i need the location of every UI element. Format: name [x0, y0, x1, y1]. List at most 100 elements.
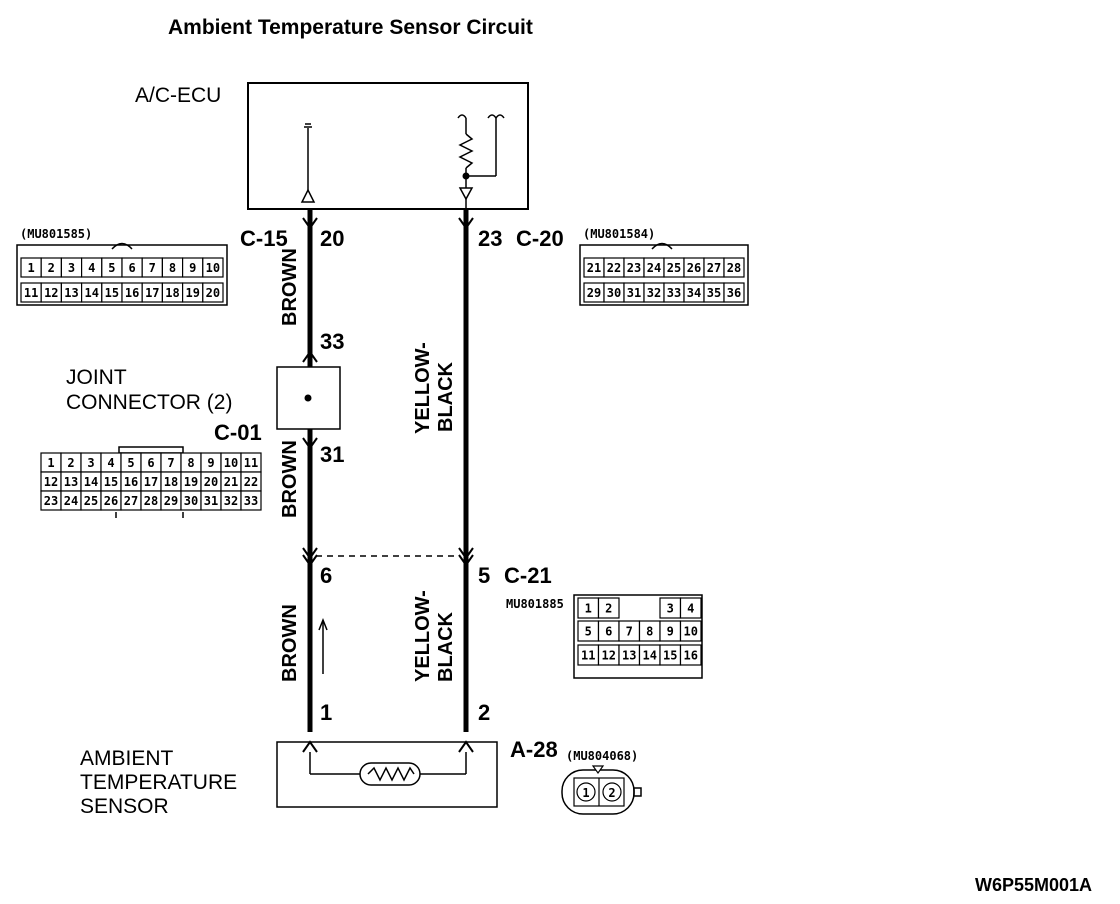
connector-c15-pin-cell: 16	[121, 282, 143, 303]
connector-c15-pin-cell-label: 6	[128, 261, 135, 275]
joint-connector-pin-cell: 2	[60, 452, 82, 473]
joint-connector-pin-cell-label: 19	[184, 475, 198, 489]
joint-connector-pin-cell-label: 7	[167, 456, 174, 470]
connector-c20-id: C-20	[516, 226, 564, 251]
joint-connector-pin-cell: 33	[240, 490, 262, 511]
wire-yellow-black	[458, 209, 474, 753]
joint-connector-pin-cell: 19	[180, 471, 202, 492]
connector-c20-part: (MU801584)	[583, 227, 655, 241]
joint-connector-pin-cell-label: 25	[84, 494, 98, 508]
connector-c15-pin-cell: 18	[161, 282, 184, 303]
joint-connector-pin-cell: 12	[40, 471, 62, 492]
connector-c20-pin-cell-label: 21	[587, 261, 601, 275]
sensor-connector-pin-1: 1	[582, 786, 589, 800]
wire-brown	[302, 209, 318, 753]
joint-splice-dot	[304, 394, 312, 402]
connector-c21-pin-cell-label: 12	[602, 648, 616, 662]
connector-c20-pin-cell: 28	[723, 257, 745, 278]
connector-c21-pin-cell-label: 11	[581, 648, 595, 662]
joint-connector-pin-cell-label: 31	[204, 494, 218, 508]
connector-c15-pin-cell: 2	[40, 257, 63, 278]
connector-c21-pin-cell: 8	[638, 620, 661, 642]
sensor-label-line3: SENSOR	[80, 795, 169, 818]
ecu-sensor-ground-symbol	[300, 123, 316, 203]
joint-connector-pin-cell-label: 2	[67, 456, 74, 470]
joint-connector-pin-cell: 8	[180, 452, 202, 473]
connector-c21-pin-cell: 7	[618, 620, 641, 642]
joint-connector-pin-cell-label: 17	[144, 475, 158, 489]
connector-c20-pin-cell-label: 35	[707, 286, 721, 300]
figure-code: W6P55M001A	[975, 875, 1092, 895]
joint-connector-pin-cell-label: 23	[44, 494, 58, 508]
connector-c21-pin-right: 5	[478, 563, 490, 588]
connector-c15-pin-cell: 7	[141, 257, 163, 278]
connector-c15-pin-cell: 1	[20, 257, 42, 278]
connector-c15-pin-cell: 5	[101, 257, 123, 278]
connector-c21-pin-cell: 16	[679, 644, 702, 666]
joint-connector-pin-cell: 26	[100, 490, 122, 511]
sensor-label-line1: AMBIENT	[80, 747, 174, 770]
connector-c21-pin-cell-label: 7	[626, 624, 633, 638]
connector-c21-part: MU801885	[506, 597, 564, 611]
wire-label-brown-lower: BROWN	[279, 604, 301, 682]
connector-c20-pin-cell-label: 25	[667, 261, 681, 275]
joint-connector-pin-cell-label: 3	[87, 456, 94, 470]
connector-c21-pin-cell-label: 6	[605, 624, 612, 638]
sensor-label-line2: TEMPERATURE	[80, 771, 237, 794]
joint-connector-pin-cell: 4	[100, 452, 122, 473]
connector-c21-pin-cell-label: 2	[605, 601, 612, 615]
joint-connector-pin-cell-label: 13	[64, 475, 78, 489]
connector-c15-pin-cell-label: 16	[125, 286, 139, 300]
connector-c15-id: C-15	[240, 226, 288, 251]
connector-c21-pin-cell: 10	[679, 620, 702, 642]
joint-connector-pin-cell: 27	[120, 490, 142, 511]
joint-connector-pin-cell: 21	[220, 471, 242, 492]
connector-c20-pin-cell: 25	[663, 257, 685, 278]
joint-connector-pin-cell: 5	[120, 452, 142, 473]
wire-label-black-lower: BLACK	[435, 611, 457, 682]
connector-c15-pin-cell-label: 12	[44, 286, 58, 300]
connector-c20-pin-cell: 36	[723, 282, 745, 303]
connector-c21-pin-cell-label: 9	[667, 624, 674, 638]
joint-connector-pin-cell: 10	[220, 452, 242, 473]
connector-c20-pin-cell: 31	[623, 282, 645, 303]
connector-c15-pin-cell-label: 7	[149, 261, 156, 275]
connector-c15-pin-cell: 10	[202, 257, 224, 278]
sensor-connector-part: (MU804068)	[566, 749, 638, 763]
connector-c21-pin-cell-label: 8	[646, 624, 653, 638]
connector-c20-pin-cell: 23	[623, 257, 645, 278]
connector-c21-pin-cell-label: 4	[687, 601, 694, 615]
joint-connector-pin-cell: 30	[180, 490, 202, 511]
connector-c20-pin-cell-label: 32	[647, 286, 661, 300]
wire-label-yellow-lower: YELLOW-	[412, 590, 434, 682]
joint-connector-pin-cell-label: 6	[147, 456, 154, 470]
connector-c15-pin-cell: 17	[141, 282, 163, 303]
joint-connector-pin-cell: 15	[100, 471, 122, 492]
connector-c21-pin-cell: 5	[577, 620, 600, 642]
current-flow-arrow-icon	[318, 617, 328, 674]
connector-c21-pin-cell: 14	[638, 644, 661, 666]
joint-connector-pin-cell-label: 4	[107, 456, 114, 470]
joint-connector-pin-cell: 7	[160, 452, 182, 473]
connector-c15-pin-cell-label: 5	[108, 261, 115, 275]
sensor-connector-pin-2: 2	[608, 786, 615, 800]
connector-c20-pin-cell: 24	[643, 257, 665, 278]
joint-connector-pin-cell-label: 21	[224, 475, 238, 489]
connector-c15-pin-cell: 12	[40, 282, 63, 303]
connector-c21-pin-cell-label: 13	[622, 648, 636, 662]
connector-c20-pin-cell-label: 36	[727, 286, 741, 300]
wire-label-brown-middle: BROWN	[279, 440, 301, 518]
joint-connector-pin-cell: 20	[200, 471, 222, 492]
connector-c15-pin-cell-label: 17	[145, 286, 159, 300]
connector-c15-pin-cell: 8	[161, 257, 184, 278]
connector-c15-pin-cell: 11	[20, 282, 42, 303]
connector-c20-pin-cell-label: 26	[687, 261, 701, 275]
joint-connector-pin-cell-label: 5	[127, 456, 134, 470]
joint-connector-pin-cell-label: 29	[164, 494, 178, 508]
connector-c21-pin-cell: 13	[618, 644, 641, 666]
connector-c21-id: C-21	[504, 563, 552, 588]
sensor-pin-right: 2	[478, 700, 490, 725]
